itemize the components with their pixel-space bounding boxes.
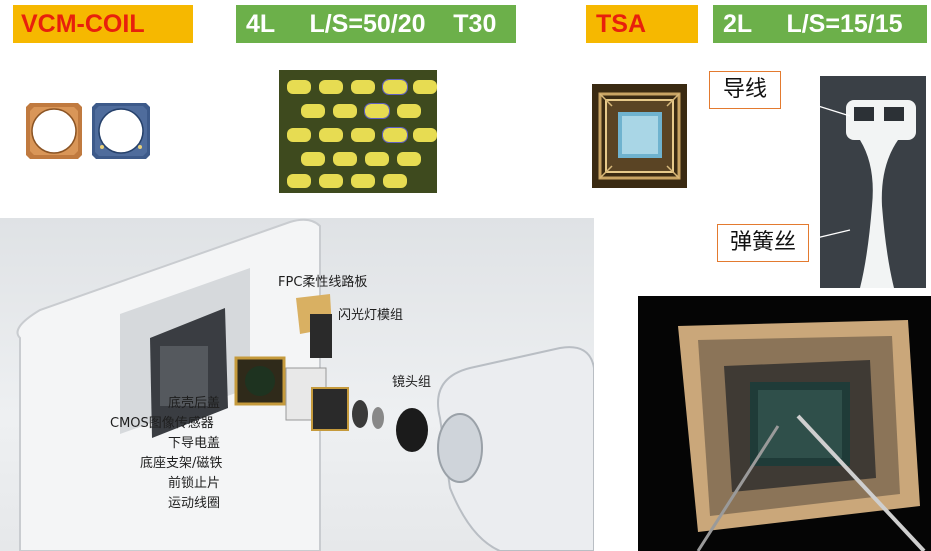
- label-cmos-sensor: CMOS图像传感器: [110, 416, 214, 431]
- exploded-view-drawing: [16, 218, 594, 551]
- copper-coil-image: [26, 103, 82, 159]
- fpc-2l-spec-tag: 2L L/S=15/15: [713, 5, 927, 43]
- actuator-drawing: [638, 296, 931, 551]
- label-fpc: FPC柔性线路板: [278, 275, 368, 290]
- label-moving-coil: 运动线圈: [168, 496, 221, 511]
- label-back-cover: 底壳后盖: [168, 396, 221, 411]
- blue-coil-image: [92, 103, 150, 159]
- camera-module-exploded-view: FPC柔性线路板 闪光灯模组 镜头组 底壳后盖 CMOS图像传感器 下导电盖 底…: [0, 218, 594, 551]
- label-lower-cover: 下导电盖: [168, 436, 221, 451]
- spring-wire-callout: 弹簧丝: [717, 224, 809, 262]
- label-flash-module: 闪光灯模组: [338, 308, 404, 323]
- spring-wire-cross-section: [820, 76, 926, 288]
- tsa-tag: TSA: [586, 5, 698, 43]
- tsa-chip-drawing: [592, 84, 687, 188]
- ois-actuator-photo: [638, 296, 931, 551]
- callout-leader-lines: [779, 93, 851, 241]
- lead-wire-callout: 导线: [709, 71, 781, 109]
- tsa-chip-photo: [592, 84, 687, 188]
- vcm-coil-tag: VCM-COIL: [13, 5, 193, 43]
- label-stopper: 前锁止片: [168, 476, 221, 491]
- cross-section-drawing: [820, 76, 926, 288]
- label-lens-group: 镜头组: [392, 375, 432, 390]
- fpc-line-space-micrograph: [279, 70, 437, 193]
- label-base-magnet: 底座支架/磁铁: [140, 456, 223, 471]
- fpc-4l-spec-tag: 4L L/S=50/20 T30: [236, 5, 516, 43]
